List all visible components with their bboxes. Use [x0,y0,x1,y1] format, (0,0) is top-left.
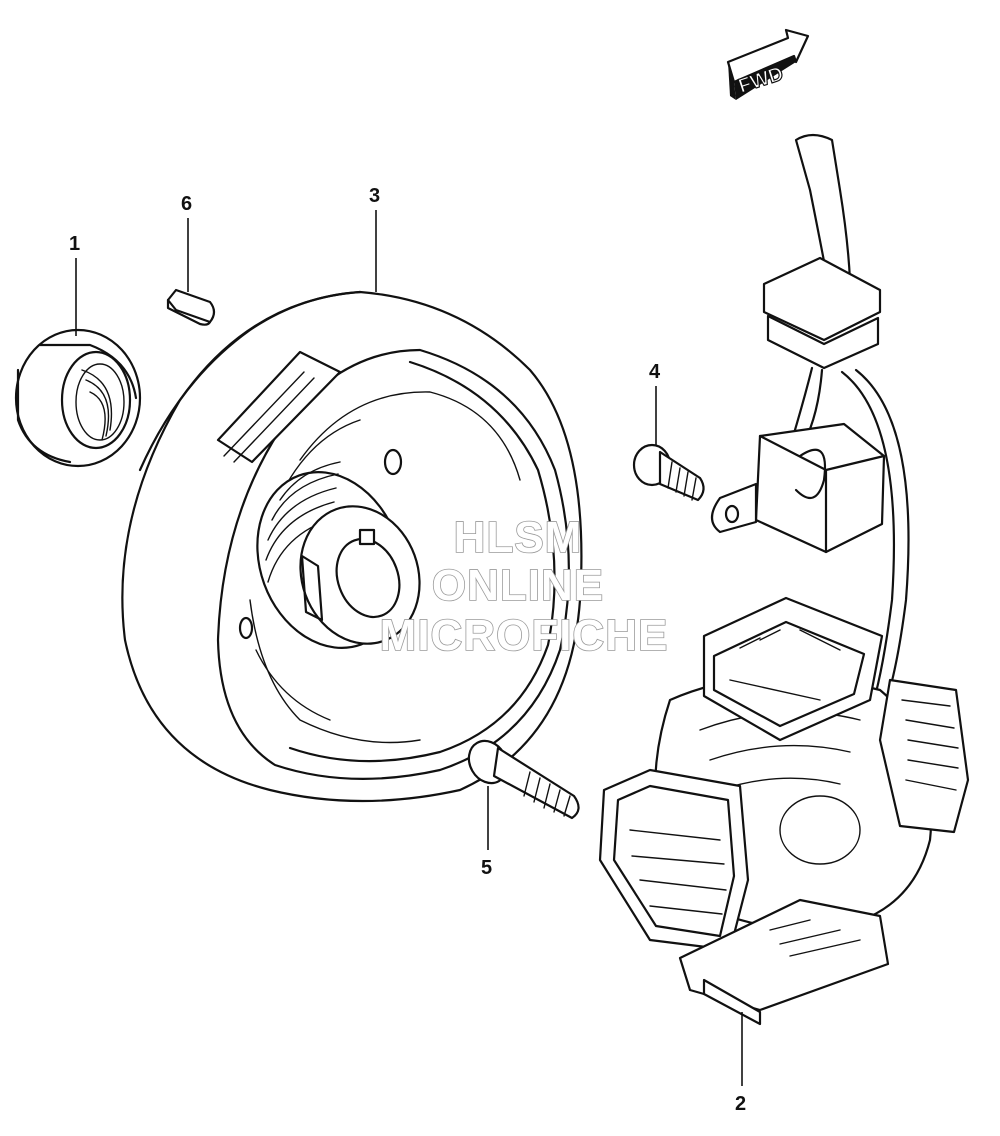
part-6-key [166,288,216,326]
callout-3-number: 3 [369,185,380,207]
part-4-bolt [632,443,705,502]
part-3-flywheel-rotor [121,290,583,803]
callout-1-number: 1 [69,233,80,255]
part-2-stator-assembly [598,133,970,1026]
callout-3: 3 [369,185,380,292]
watermark-line1: HLSM [454,513,583,562]
part-5-bolt [467,739,580,820]
callout-2-number: 2 [735,1093,746,1115]
watermark-line2: ONLINE [432,561,604,610]
callout-6: 6 [181,193,192,292]
watermark: HLSM ONLINE MICROFICHE [379,512,669,661]
callout-1: 1 [69,233,80,336]
part-1-flange-nut [14,328,142,468]
callout-2: 2 [735,1012,746,1115]
watermark-line3: MICROFICHE [380,611,669,660]
callout-6-number: 6 [181,193,192,215]
fwd-arrow-badge: FWD [726,28,810,100]
callout-5-number: 5 [481,857,492,879]
callout-5: 5 [481,786,492,879]
callout-4: 4 [649,361,661,446]
callout-4-number: 4 [649,361,661,383]
